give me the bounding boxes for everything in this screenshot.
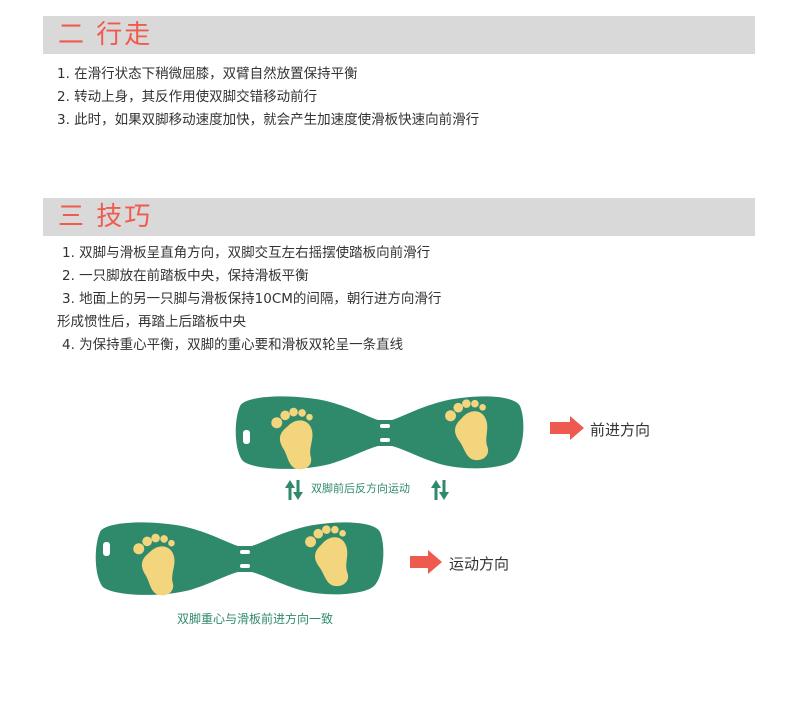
list-item: 1. 在滑行状态下稍微屈膝，双臂自然放置保持平衡 xyxy=(57,66,358,82)
tips-steps-list: 1. 双脚与滑板呈直角方向，双脚交互左右摇摆使踏板向前滑行 2. 一只脚放在前踏… xyxy=(57,242,441,357)
section-title-tips: 三 技巧 xyxy=(58,202,153,232)
forward-direction-label: 前进方向 xyxy=(590,421,650,439)
diagram-caption: 双脚重心与滑板前进方向一致 xyxy=(177,611,333,626)
forward-arrow-icon xyxy=(550,416,584,440)
section-header-bar-walk xyxy=(43,16,755,54)
swing-arrows-left-icon xyxy=(285,480,303,500)
list-item: 2. 转动上身，其反作用使双脚交错移动前行 xyxy=(57,89,318,105)
section-header-bar-tips xyxy=(43,198,755,236)
list-item: 形成惯性后，再踏上后踏板中央 xyxy=(57,314,246,330)
motion-direction-label: 运动方向 xyxy=(449,555,509,573)
list-item: 2. 一只脚放在前踏板中央，保持滑板平衡 xyxy=(62,268,309,284)
list-item: 3. 地面上的另一只脚与滑板保持10CM的间隔，朝行进方向滑行 xyxy=(62,291,442,307)
waveboard-diagram: 前进方向 双脚前后反方向运动 运动方向 双脚重心与滑板前进方向一致 xyxy=(95,393,650,626)
list-item: 4. 为保持重心平衡，双脚的重心要和滑板双轮呈一条直线 xyxy=(62,337,404,353)
walk-steps-list: 1. 在滑行状态下稍微屈膝，双臂自然放置保持平衡 2. 转动上身，其反作用使双脚… xyxy=(57,63,479,132)
section-title-walk: 二 行走 xyxy=(58,20,153,50)
swing-arrows-right-icon xyxy=(431,480,449,500)
top-waveboard xyxy=(235,393,524,475)
bottom-waveboard xyxy=(95,519,384,601)
motion-arrow-icon xyxy=(410,550,442,574)
swing-direction-label: 双脚前后反方向运动 xyxy=(311,481,410,495)
list-item: 1. 双脚与滑板呈直角方向，双脚交互左右摇摆使踏板向前滑行 xyxy=(62,245,431,261)
list-item: 3. 此时，如果双脚移动速度加快，就会产生加速度使滑板快速向前滑行 xyxy=(57,112,480,128)
